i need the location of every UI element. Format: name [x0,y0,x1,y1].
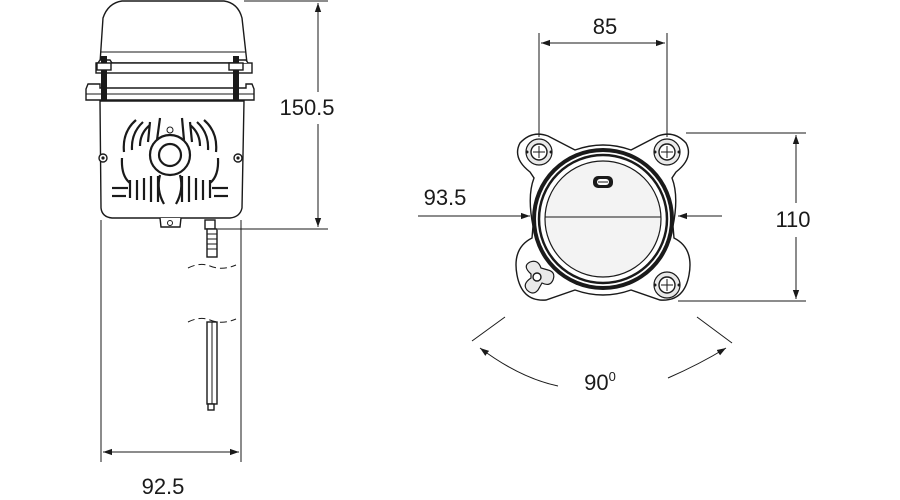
mount-hole-top-left-icon [525,138,553,166]
dome-cap [99,0,248,64]
dim-height-label: 150.5 [279,95,334,120]
mount-hole-top-right-icon [653,138,681,166]
cable [187,219,237,411]
dim-lens-diameter: 93.5 [418,185,722,220]
side-view: 150.5 92.5 [85,0,338,499]
dim-rotation-unit: 0 [609,369,616,384]
dim-rotation: 900 [471,316,733,395]
lens [544,160,662,278]
dim-flange-height-label: 110 [775,207,810,232]
lens-inner-ring [537,153,669,285]
dim-flange-height: 110 [678,132,830,302]
dim-height: 150.5 [218,0,338,230]
dim-width: 92.5 [100,220,242,499]
mounting-flange [85,83,255,101]
dim-bolt-spacing-label: 85 [593,14,617,39]
dim-width-label: 92.5 [142,474,185,499]
mount-hole-bottom-right-icon [653,271,681,299]
dim-bolt-spacing: 85 [538,14,668,137]
dim-lens-diameter-label: 93.5 [424,185,467,210]
dim-rotation-value: 90 [584,370,608,395]
central-boss [148,133,192,177]
adjuster-knob-icon [524,260,555,294]
dim-rotation-label: 900 [584,369,616,395]
clamp-band [95,62,253,74]
front-view: 85 93.5 110 900 [418,14,830,395]
